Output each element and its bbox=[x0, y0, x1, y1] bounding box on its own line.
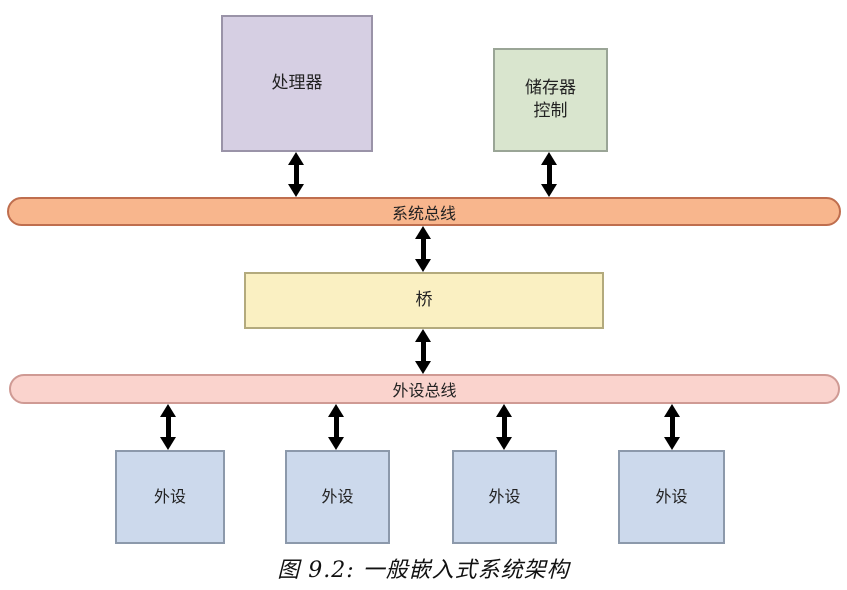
arrowhead-up-icon bbox=[415, 226, 431, 239]
peripheral-bus-label: 外设总线 bbox=[392, 381, 457, 400]
arrowhead-down-icon bbox=[415, 361, 431, 374]
arrow-stem bbox=[669, 417, 675, 437]
arrowhead-down-icon bbox=[415, 259, 431, 272]
arrowhead-down-icon bbox=[160, 437, 176, 450]
arrowhead-up-icon bbox=[415, 329, 431, 342]
arrow-stem bbox=[293, 165, 299, 184]
system-bus: 系统总线 bbox=[7, 197, 841, 226]
peripheral-bus: 外设总线 bbox=[9, 374, 840, 404]
arrowhead-down-icon bbox=[328, 437, 344, 450]
arrow-systembus-bridge-icon bbox=[415, 226, 431, 272]
arrow-stem bbox=[333, 417, 339, 437]
arrowhead-up-icon bbox=[328, 404, 344, 417]
arrow-memorycontrol-systembus-icon bbox=[541, 152, 557, 197]
peripheral-box-4: 外设 bbox=[618, 450, 725, 544]
arrowhead-up-icon bbox=[496, 404, 512, 417]
arrowhead-down-icon bbox=[496, 437, 512, 450]
peripheral-box-1: 外设 bbox=[115, 450, 225, 544]
arrow-peripheralbus-peripheral4-icon bbox=[664, 404, 680, 450]
figure-caption: 图 9.2: 一般嵌入式系统架构 bbox=[277, 558, 570, 583]
arrow-bridge-peripheralbus-icon bbox=[415, 329, 431, 374]
peripheral-label: 外设 bbox=[153, 487, 186, 507]
arrow-stem bbox=[420, 342, 426, 361]
system-bus-label: 系统总线 bbox=[391, 203, 456, 223]
arrowhead-up-icon bbox=[160, 404, 176, 417]
memory-control-box: 储存器 控制 bbox=[493, 48, 608, 152]
arrow-stem bbox=[546, 165, 552, 184]
processor-box: 处理器 bbox=[221, 15, 373, 152]
arrowhead-up-icon bbox=[288, 152, 304, 165]
arrow-stem bbox=[165, 417, 171, 437]
arrow-peripheralbus-peripheral1-icon bbox=[160, 404, 176, 450]
arrow-processor-systembus-icon bbox=[288, 152, 304, 197]
memory-control-label-line1: 储存器 bbox=[525, 78, 576, 99]
bridge-label: 桥 bbox=[415, 290, 433, 311]
arrow-peripheralbus-peripheral2-icon bbox=[328, 404, 344, 450]
arrowhead-up-icon bbox=[664, 404, 680, 417]
arrow-stem bbox=[420, 239, 426, 259]
memory-control-label-line2: 控制 bbox=[533, 101, 568, 121]
arrowhead-down-icon bbox=[288, 184, 304, 197]
peripheral-box-3: 外设 bbox=[452, 450, 557, 544]
arrow-stem bbox=[501, 417, 507, 437]
peripheral-label: 外设 bbox=[655, 487, 688, 507]
bridge-box: 桥 bbox=[244, 272, 604, 329]
arrowhead-down-icon bbox=[664, 437, 680, 450]
arrowhead-down-icon bbox=[541, 184, 557, 197]
processor-label: 处理器 bbox=[271, 73, 323, 94]
peripheral-box-2: 外设 bbox=[285, 450, 390, 544]
arrowhead-up-icon bbox=[541, 152, 557, 165]
peripheral-label: 外设 bbox=[321, 487, 354, 507]
arrow-peripheralbus-peripheral3-icon bbox=[496, 404, 512, 450]
peripheral-label: 外设 bbox=[488, 487, 521, 507]
